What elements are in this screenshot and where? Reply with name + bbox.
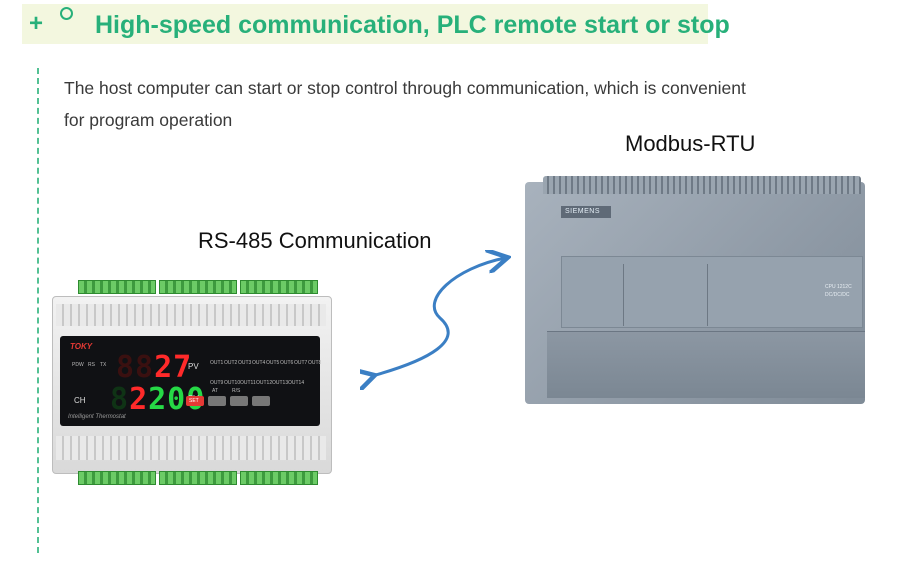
down-button[interactable] xyxy=(252,396,270,406)
modbus-label: Modbus-RTU xyxy=(625,131,756,156)
communication-arrow xyxy=(360,250,520,390)
output-label: OUT5 xyxy=(266,360,280,366)
description-text: The host computer can start or stop cont… xyxy=(64,78,746,130)
section-title: High-speed communication, PLC remote sta… xyxy=(95,11,730,39)
plc-device: SIEMENS CPU 1212C DC/DC/DC xyxy=(525,176,871,410)
channel-label: CH xyxy=(74,396,86,405)
thermostat-device: TOKY PDW RS TX 8827 PV OUT1 OUT2 OUT3 OU… xyxy=(46,276,336,491)
indicator-tx: TX xyxy=(100,362,107,368)
output-label: OUT12 xyxy=(256,380,273,386)
header-band xyxy=(22,4,708,44)
plc-status-band xyxy=(561,256,863,328)
set-button[interactable]: SET xyxy=(186,396,204,406)
plc-submodel: DC/DC/DC xyxy=(825,292,850,298)
siemens-badge: SIEMENS xyxy=(561,206,611,218)
up-button[interactable] xyxy=(230,396,248,406)
output-label: OUT14 xyxy=(288,380,305,386)
pv-display: 8827 xyxy=(116,350,193,385)
output-label: OUT3 xyxy=(238,360,252,366)
plc-lower-cover xyxy=(547,331,865,398)
dashed-divider xyxy=(37,68,39,553)
output-label: OUT1 xyxy=(210,360,224,366)
output-label: OUT9 xyxy=(210,380,224,386)
device-caption: Intelligent Thermostat xyxy=(68,414,126,420)
output-label: OUT7 xyxy=(294,360,308,366)
plc-model: CPU 1212C xyxy=(825,284,852,290)
shift-button[interactable] xyxy=(208,396,226,406)
rs485-label: RS-485 Communication xyxy=(198,228,432,253)
plc-top-terminals xyxy=(543,176,861,194)
at-label: AT xyxy=(212,388,219,394)
terminal-block-bottom xyxy=(78,471,318,485)
output-label: OUT13 xyxy=(272,380,289,386)
indicator-pdw: PDW xyxy=(72,362,84,368)
output-label: OUT10 xyxy=(224,380,241,386)
brand-logo: TOKY xyxy=(70,342,93,351)
terminal-block-top xyxy=(78,280,318,294)
ring-icon xyxy=(60,7,73,20)
vent-fins-bottom xyxy=(56,436,326,460)
display-panel: TOKY PDW RS TX 8827 PV OUT1 OUT2 OUT3 OU… xyxy=(60,336,322,426)
output-label: OUT8 xyxy=(308,360,322,366)
rs-label: R/S xyxy=(232,388,241,394)
vent-fins-top xyxy=(56,304,326,326)
output-label: OUT11 xyxy=(240,380,256,386)
indicator-rs: RS xyxy=(88,362,95,368)
output-label: OUT4 xyxy=(252,360,266,366)
plus-icon: + xyxy=(29,10,44,37)
pv-unit: PV xyxy=(188,362,199,371)
output-label: OUT6 xyxy=(280,360,294,366)
output-label: OUT2 xyxy=(224,360,238,366)
